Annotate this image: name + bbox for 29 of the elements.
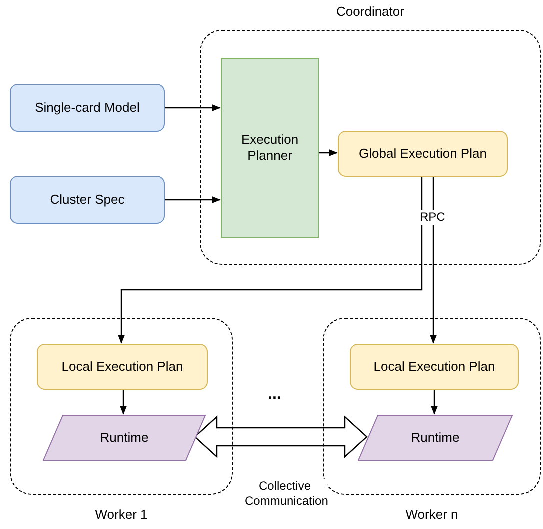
node-text: Local Execution Plan	[372, 358, 496, 376]
node-text: Single-card Model	[34, 100, 141, 116]
arrow	[118, 176, 423, 344]
arrow	[120, 389, 127, 415]
planner-box	[221, 58, 319, 238]
plan-box	[350, 344, 519, 390]
ellipsis-text: ...	[268, 385, 282, 405]
group-title: Worker 1	[94, 506, 149, 524]
runtime-parallelogram	[358, 415, 513, 461]
arrow	[430, 176, 437, 344]
input-box	[10, 176, 165, 224]
node-text: Cluster Spec	[49, 192, 126, 208]
plan-box	[37, 344, 208, 390]
arrow	[318, 150, 338, 156]
node-text: Runtime	[99, 430, 150, 446]
node-text: Execution Planner	[240, 132, 300, 164]
arrow	[431, 389, 438, 415]
arrow	[165, 104, 221, 112]
input-box	[10, 84, 165, 132]
node-text: Runtime	[410, 430, 461, 446]
edge-label: RPC	[418, 210, 448, 225]
group-title: Coordinator	[336, 3, 406, 21]
node-text: Local Execution Plan	[60, 358, 184, 376]
double-arrow	[194, 416, 368, 458]
group-title: Worker n	[404, 506, 460, 524]
plan-box	[338, 131, 508, 177]
arrow	[165, 196, 221, 204]
node-text: Global Execution Plan	[358, 146, 488, 162]
runtime-parallelogram	[43, 415, 206, 461]
